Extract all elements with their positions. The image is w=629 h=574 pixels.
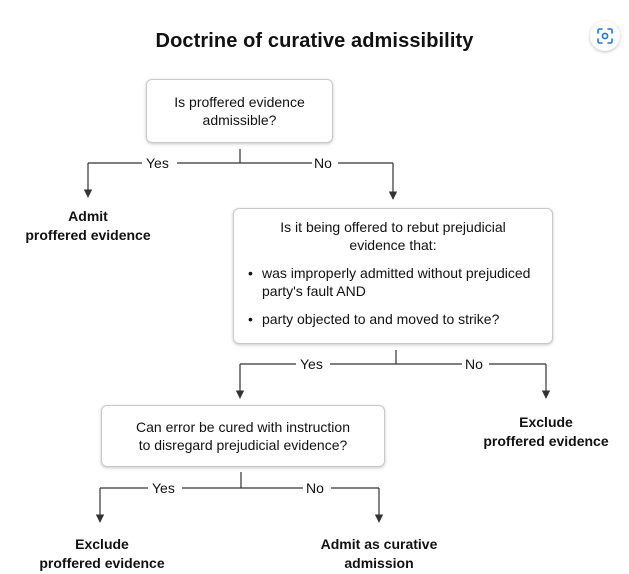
question-admissible-line2: admissible? [202, 112, 277, 128]
branch3-yes-label: Yes [150, 480, 177, 496]
question-cured-box: Can error be cured with instruction to d… [101, 405, 385, 467]
bullet-item: party objected to and moved to strike? [246, 310, 540, 328]
page-title: Doctrine of curative admissibility [155, 30, 474, 52]
question-admissible-box: Is proffered evidence admissible? [146, 79, 333, 143]
outcome-exclude-bottom: Exclude proffered evidence [22, 535, 182, 573]
question-rebut-box: Is it being offered to rebut prejudicial… [233, 208, 553, 344]
outcome-exclude-right-line2: proffered evidence [483, 433, 609, 449]
outcome-curative-line1: Admit as curative [320, 536, 438, 552]
bullet-item: was improperly admitted without prejudic… [246, 264, 540, 300]
question-rebut-heading-line2: evidence that: [349, 237, 437, 253]
branch3-no-label: No [304, 480, 326, 496]
outcome-exclude-bottom-line2: proffered evidence [39, 555, 165, 571]
outcome-admit-line2: proffered evidence [25, 227, 151, 243]
question-rebut-heading-line1: Is it being offered to rebut prejudicial [280, 219, 506, 235]
question-admissible-line1: Is proffered evidence [174, 94, 305, 110]
question-cured-line1: Can error be cured with instruction [136, 419, 350, 435]
branch1-yes-label: Yes [144, 155, 171, 171]
outcome-admit-line1: Admit [68, 208, 108, 224]
visual-search-icon [597, 28, 613, 44]
branch2-yes-label: Yes [298, 356, 325, 372]
outcome-curative: Admit as curative admission [299, 535, 459, 573]
outcome-exclude-right-line1: Exclude [519, 414, 573, 430]
outcome-curative-line2: admission [344, 555, 414, 571]
outcome-exclude-bottom-line1: Exclude [75, 536, 129, 552]
visual-search-button[interactable] [590, 21, 620, 51]
outcome-exclude-right: Exclude proffered evidence [466, 413, 626, 451]
question-cured-line2: to disregard prejudicial evidence? [138, 437, 348, 453]
question-rebut-bullets: was improperly admitted without prejudic… [246, 264, 540, 328]
branch2-no-label: No [463, 356, 485, 372]
branch1-no-label: No [312, 155, 334, 171]
outcome-admit: Admit proffered evidence [8, 207, 168, 245]
question-rebut-heading: Is it being offered to rebut prejudicial… [246, 218, 540, 254]
